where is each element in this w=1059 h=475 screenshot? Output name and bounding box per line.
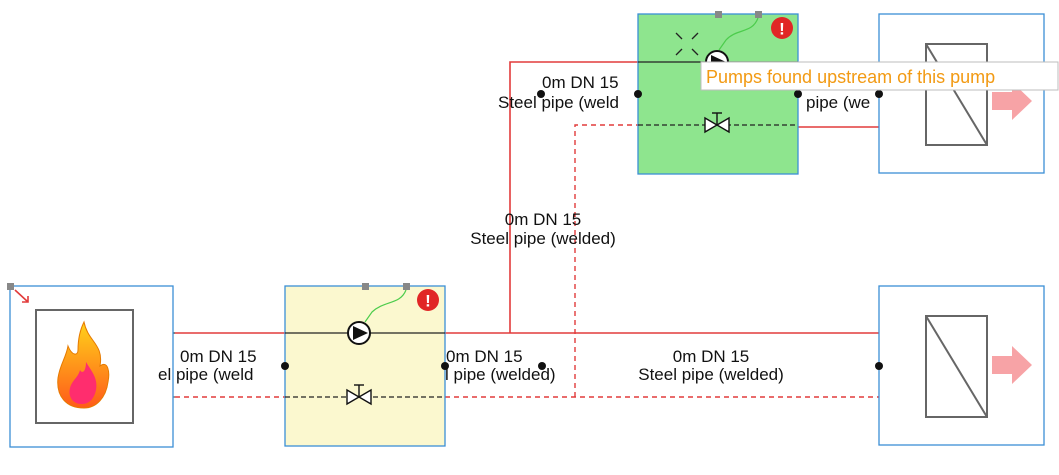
move-cursor-icon xyxy=(675,32,699,56)
heat-exchanger-icon xyxy=(925,315,988,418)
bottom-pump-group[interactable]: ! xyxy=(284,283,446,447)
junction-dot xyxy=(794,90,802,98)
junction-dot xyxy=(537,90,545,98)
pipe-label-top-left[interactable]: 0m DN 15 Steel pipe (weld xyxy=(498,73,619,112)
balancing-valve-icon[interactable] xyxy=(346,384,372,406)
arrow-right-icon xyxy=(992,82,1032,120)
pipe-material: Steel pipe (welded) xyxy=(638,365,784,384)
drag-handle[interactable] xyxy=(7,283,14,290)
signal-wire xyxy=(364,289,407,323)
connector-port[interactable] xyxy=(362,283,369,290)
signal-wire xyxy=(718,17,759,51)
pipe-label-top-right[interactable]: pipe (we xyxy=(806,93,870,112)
pump-icon[interactable] xyxy=(347,321,371,345)
junction-dot xyxy=(875,90,883,98)
riser-return-pipe[interactable] xyxy=(574,124,638,397)
pipe-length-dn: 0m DN 15 xyxy=(180,347,257,366)
junction-dot xyxy=(634,90,642,98)
exclamation-icon: ! xyxy=(779,20,785,39)
flame-icon xyxy=(57,320,110,409)
tooltip-text: Pumps found upstream of this pump xyxy=(706,67,995,87)
warning-badge-bottom[interactable]: ! xyxy=(417,289,439,311)
arrow-right-icon xyxy=(992,346,1032,384)
junction-dot xyxy=(441,362,449,370)
heat-source-node[interactable] xyxy=(7,283,174,448)
pipe-length-dn: 0m DN 15 xyxy=(446,347,523,366)
pipe-label-right[interactable]: 0m DN 15 Steel pipe (welded) xyxy=(638,347,784,384)
pipe-material: Steel pipe (welded) xyxy=(470,229,616,248)
pipe-material: l pipe (welded) xyxy=(445,365,556,384)
pipe-length-dn: 0m DN 15 xyxy=(505,210,582,229)
junction-dot xyxy=(875,362,883,370)
consumer-bottom[interactable] xyxy=(878,285,1045,446)
connector-port[interactable] xyxy=(755,11,762,18)
resize-arrow-icon[interactable] xyxy=(14,289,29,303)
consumer-top[interactable] xyxy=(878,13,1045,174)
junction-dots xyxy=(281,90,883,370)
balancing-valve-icon[interactable] xyxy=(704,112,730,134)
warning-badge-top[interactable]: ! xyxy=(771,17,793,39)
top-pump-group[interactable]: ! xyxy=(637,11,799,175)
pipe-label-middle[interactable]: 0m DN 15 l pipe (welded) xyxy=(445,347,556,384)
riser-flow-pipe[interactable] xyxy=(509,61,638,333)
heat-exchanger-icon xyxy=(925,43,988,146)
pipe-label-left[interactable]: 0m DN 15 el pipe (weld xyxy=(158,347,257,384)
connector-port[interactable] xyxy=(715,11,722,18)
pipe-material: pipe (we xyxy=(806,93,870,112)
exclamation-icon: ! xyxy=(425,292,431,311)
pipe-length-dn: 0m DN 15 xyxy=(673,347,750,366)
junction-dot xyxy=(281,362,289,370)
pipe-material: el pipe (weld xyxy=(158,365,253,384)
pipe-label-riser[interactable]: 0m DN 15 Steel pipe (welded) xyxy=(470,210,616,248)
pipe-length-dn: 0m DN 15 xyxy=(542,73,619,92)
pipe-material: Steel pipe (weld xyxy=(498,93,619,112)
connector-port[interactable] xyxy=(403,283,410,290)
junction-dot xyxy=(538,362,546,370)
warning-tooltip: Pumps found upstream of this pump xyxy=(700,61,1059,91)
